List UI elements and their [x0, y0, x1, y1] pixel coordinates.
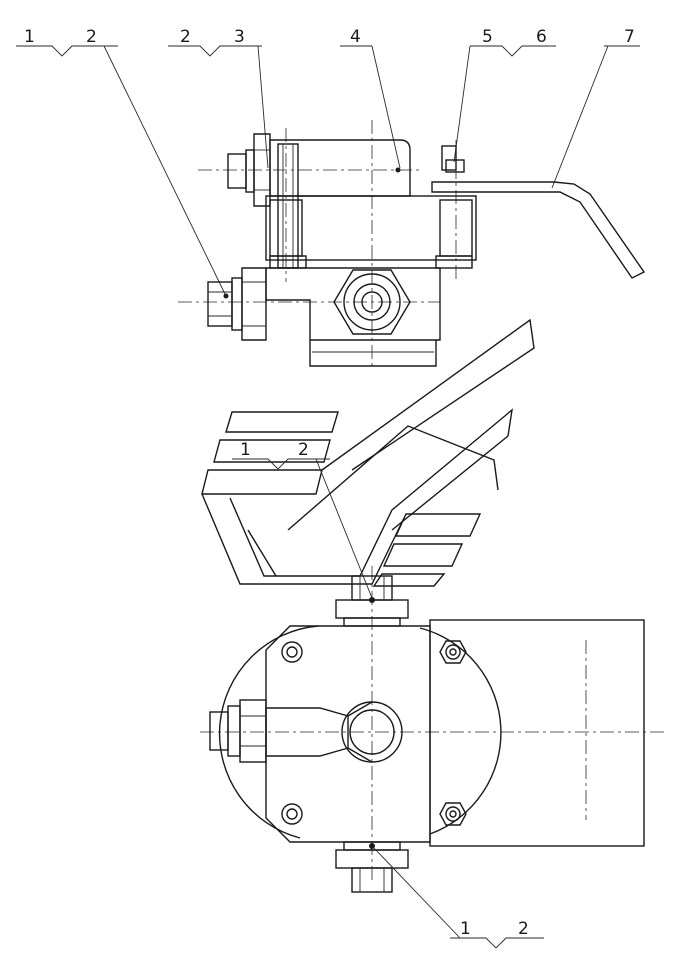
callout-label: 2: [86, 27, 97, 47]
callout-label: 6: [536, 27, 547, 47]
callout-5-6: 5 6: [453, 27, 556, 163]
callout-label: 1: [24, 27, 35, 47]
side-view: 1 2 2 3 4 5 6 7: [16, 27, 646, 367]
callout-label: 2: [180, 27, 191, 47]
callout-1-2-top-left: 1 2: [16, 27, 227, 297]
callout-label: 5: [482, 27, 493, 47]
callout-label: 7: [624, 27, 635, 47]
plan-view: 1 2: [200, 566, 666, 949]
callout-4: 4: [340, 27, 401, 169]
callout-2-3-top: 2 3: [168, 27, 269, 169]
callout-label: 1: [460, 919, 471, 939]
company-logo: 1 2: [201, 318, 535, 599]
callout-label: 3: [234, 27, 245, 47]
callout-label: 2: [298, 440, 309, 460]
callout-7: 7: [551, 27, 640, 189]
callout-label: 1: [240, 440, 251, 460]
callout-label: 2: [518, 919, 529, 939]
callout-label: 4: [350, 27, 361, 47]
